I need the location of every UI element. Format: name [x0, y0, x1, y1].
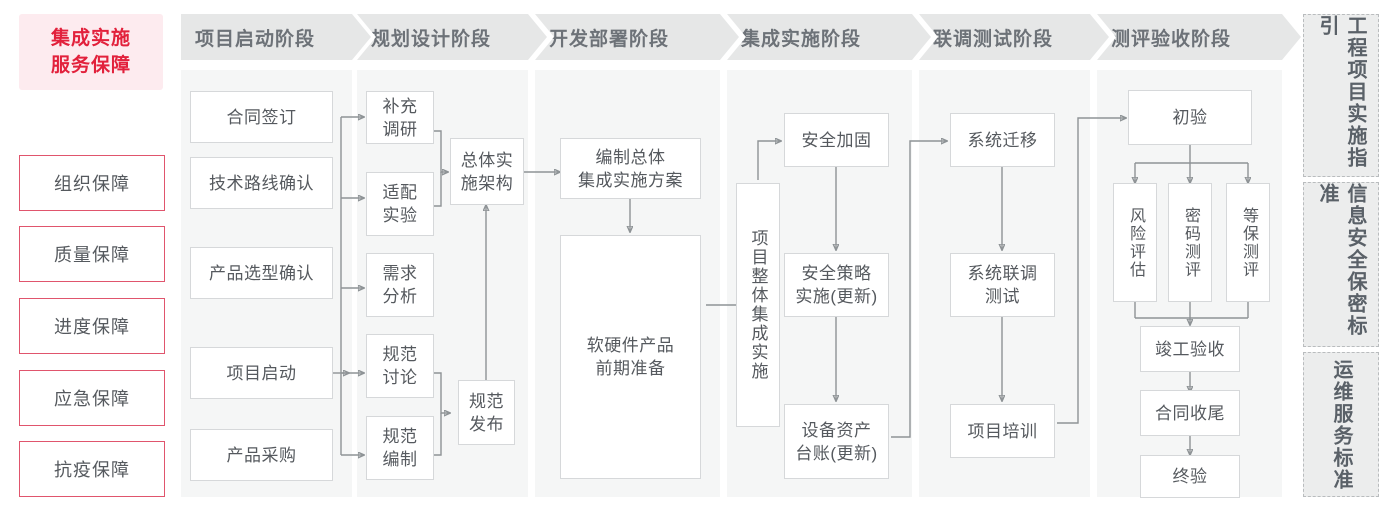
node-spec-drafting[interactable]: 规范编制 — [366, 416, 434, 480]
standard-rail-item-2[interactable]: 运维服务标准 — [1303, 352, 1379, 497]
node-requirement-analysis[interactable]: 需求分析 — [366, 253, 434, 317]
node-risk-assessment[interactable]: 风险评估 — [1113, 183, 1157, 302]
node-initial-acceptance[interactable]: 初验 — [1128, 90, 1252, 145]
node-asset-ledger[interactable]: 设备资产台账(更新) — [784, 404, 889, 479]
phase-header-label: 规划设计阶段 — [371, 28, 492, 50]
guarantee-item-1[interactable]: 质量保障 — [19, 226, 165, 282]
node-product-selection[interactable]: 产品选型确认 — [190, 247, 333, 299]
node-final-acceptance[interactable]: 终验 — [1140, 455, 1240, 498]
node-product-purchase[interactable]: 产品采购 — [190, 429, 333, 481]
phase-header-label: 开发部署阶段 — [549, 28, 670, 50]
lead-title: 集成实施 服务保障 — [19, 14, 163, 90]
node-completion-acceptance[interactable]: 竣工验收 — [1140, 326, 1240, 372]
phase-header-label: 集成实施阶段 — [741, 28, 862, 50]
standard-rail-label: 信息安全保密标准 — [1316, 183, 1366, 337]
guarantee-item-4[interactable]: 抗疫保障 — [19, 441, 165, 497]
node-security-policy[interactable]: 安全策略实施(更新) — [784, 253, 889, 317]
node-system-migration[interactable]: 系统迁移 — [950, 113, 1055, 167]
phase-header-integrate[interactable]: 集成实施阶段 — [727, 14, 931, 60]
node-overall-plan-drafting[interactable]: 编制总体集成实施方案 — [560, 138, 701, 199]
lead-title-line2: 服务保障 — [50, 55, 131, 76]
node-contract-signing[interactable]: 合同签订 — [190, 91, 333, 143]
phase-header-acceptance[interactable]: 测评验收阶段 — [1097, 14, 1301, 60]
phase-header-plan[interactable]: 规划设计阶段 — [357, 14, 547, 60]
phase-header-label: 项目启动阶段 — [195, 28, 316, 50]
standard-rail-item-0[interactable]: 工程项目实施指引 — [1303, 14, 1379, 177]
node-overall-architecture[interactable]: 总体实施架构 — [450, 138, 524, 205]
node-hw-sw-preparation[interactable]: 软硬件产品前期准备 — [560, 235, 701, 479]
guarantee-item-2[interactable]: 进度保障 — [19, 298, 165, 354]
phase-header-deploy[interactable]: 开发部署阶段 — [535, 14, 739, 60]
node-overall-integration[interactable]: 项目整体集成实施 — [736, 183, 780, 427]
node-project-kickoff[interactable]: 项目启动 — [190, 347, 333, 399]
node-supplementary-research[interactable]: 补充调研 — [366, 91, 434, 144]
phase-header-label: 测评验收阶段 — [1111, 28, 1232, 50]
node-security-hardening[interactable]: 安全加固 — [784, 113, 889, 167]
phase-header-start[interactable]: 项目启动阶段 — [181, 14, 371, 60]
node-mlps-evaluation[interactable]: 等保测评 — [1226, 183, 1270, 302]
standard-rail-item-1[interactable]: 信息安全保密标准 — [1303, 182, 1379, 347]
node-contract-closure[interactable]: 合同收尾 — [1140, 390, 1240, 436]
node-crypto-evaluation[interactable]: 密码测评 — [1168, 183, 1212, 302]
lead-title-line1: 集成实施 — [50, 28, 131, 49]
phase-header-jointtest[interactable]: 联调测试阶段 — [919, 14, 1109, 60]
guarantee-item-0[interactable]: 组织保障 — [19, 155, 165, 211]
standard-rail-label: 运维服务标准 — [1330, 358, 1352, 491]
node-system-joint-test[interactable]: 系统联调测试 — [950, 253, 1055, 317]
node-adaptation-experiment[interactable]: 适配实验 — [366, 172, 434, 236]
node-spec-discussion[interactable]: 规范讨论 — [366, 334, 434, 398]
node-spec-release[interactable]: 规范发布 — [458, 380, 515, 445]
node-project-training[interactable]: 项目培训 — [950, 404, 1055, 458]
phase-header-label: 联调测试阶段 — [933, 28, 1054, 50]
guarantee-item-3[interactable]: 应急保障 — [19, 370, 165, 426]
standard-rail-label: 工程项目实施指引 — [1316, 15, 1366, 169]
node-tech-route[interactable]: 技术路线确认 — [190, 157, 333, 209]
